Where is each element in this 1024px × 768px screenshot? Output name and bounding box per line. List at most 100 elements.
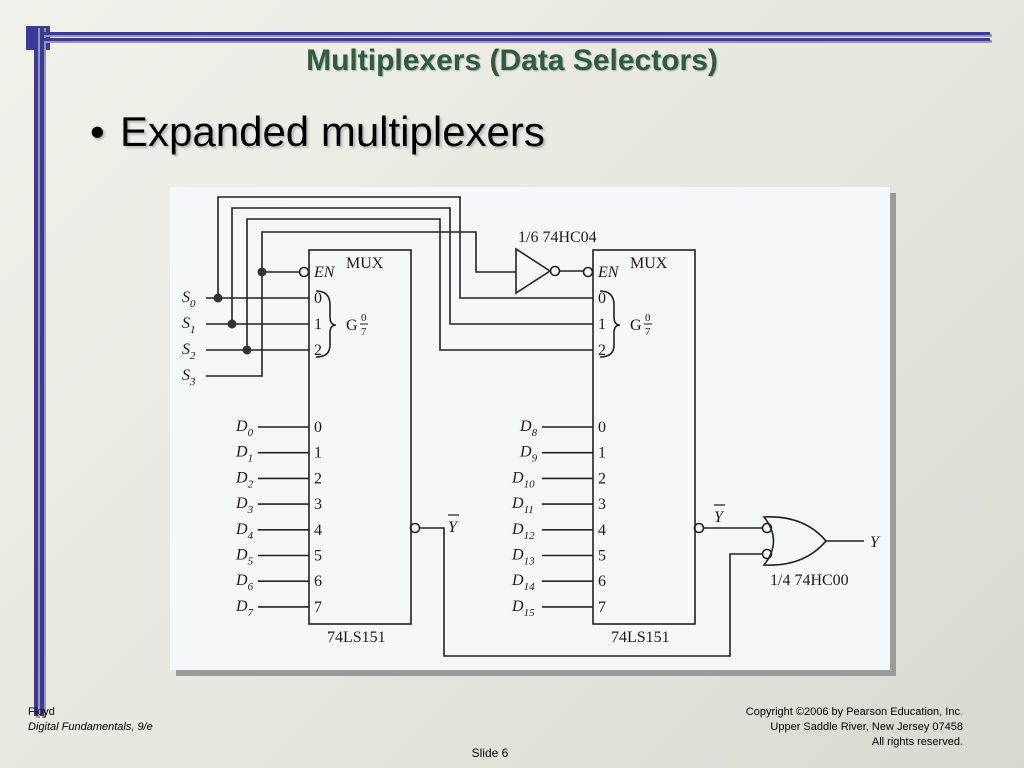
nand-label: 1/4 74HC00: [770, 572, 849, 589]
input-label-s1: S1: [182, 315, 196, 336]
slide-number: Slide 6: [471, 746, 509, 760]
s1-bus: [231, 207, 593, 325]
mux1-data-pin-4: 4: [314, 522, 322, 539]
mux2-data-pin-2: 2: [598, 470, 606, 487]
input-label-d11: D11: [511, 495, 534, 516]
mux2-select-pin-0: 0: [598, 290, 606, 307]
mux1-select-pin-1: 1: [314, 316, 322, 333]
footer-copyright: Copyright ©2006 by Pearson Education, In…: [745, 706, 963, 718]
s0-bus: [217, 196, 593, 299]
junction-dots: [213, 267, 267, 355]
mux1-select-pin-2: 2: [314, 342, 322, 359]
mux2-brace: [599, 290, 621, 358]
input-label-d8: D8: [519, 418, 538, 439]
input-label-d15: D15: [511, 598, 535, 619]
mux1-frac-top: 0: [361, 312, 367, 324]
mux1-data-pin-7: 7: [314, 599, 322, 616]
mux1-part: 74LS151: [327, 629, 386, 646]
input-label-d5: D5: [235, 547, 254, 568]
mux1-frac-bottom: 7: [361, 326, 367, 338]
footer-right: Copyright ©2006 by Pearson Education, In…: [746, 705, 963, 750]
mux2-data-pin-6: 6: [598, 573, 606, 590]
input-label-d9: D9: [519, 444, 538, 465]
left-border-line-inner: [40, 26, 44, 716]
bullet-item: • Expanded multiplexers: [90, 108, 545, 156]
mux2-group-label: G: [630, 317, 642, 334]
footer-rights: All rights reserved.: [871, 736, 963, 748]
input-label-d14: D14: [511, 572, 535, 593]
inverter-bubble: [549, 265, 561, 277]
mux2-data-pin-3: 3: [598, 496, 606, 513]
pin-labels: 0 1 2 0 1 2 3 4 5 6 7 0 1 2 0 1 2 3 4 5 6 7: [314, 290, 606, 616]
mux1-y-bar-label: Y: [448, 519, 459, 536]
mux1-brace: [315, 290, 337, 358]
mux1-group-label: G: [346, 317, 358, 334]
mux1-data-pin-1: 1: [314, 445, 322, 462]
input-label-d3: D3: [235, 495, 254, 516]
mux2-frac-top: 0: [645, 312, 651, 324]
bullet-dot: •: [90, 108, 105, 155]
mux1-en-label: EN: [313, 264, 336, 281]
mux2-en-label: EN: [597, 264, 620, 281]
circuit-svg: 1/6 74HC04 1/4 74HC00 MUX EN G 0 7 74LS1…: [182, 196, 881, 657]
mux2-data-pin-1: 1: [598, 445, 606, 462]
left-border-line-outer: [34, 26, 38, 716]
nand-body: [762, 516, 828, 566]
mux2-part: 74LS151: [611, 629, 670, 646]
mux1-en-bubble: [298, 266, 310, 278]
final-y-label: Y: [870, 534, 881, 551]
s3-bus: [261, 231, 516, 273]
mux1-header: MUX: [346, 255, 384, 272]
inverter-body: [515, 247, 552, 295]
bullet-text: Expanded multiplexers: [120, 108, 545, 155]
input-label-d10: D10: [511, 469, 535, 490]
mux1-select-pin-0: 0: [314, 290, 322, 307]
s3-wire: [206, 271, 300, 377]
mux2-en-bubble: [582, 266, 594, 278]
input-label-d4: D4: [235, 521, 254, 542]
footer-book: Digital Fundamentals, 9/e: [28, 721, 153, 733]
nand-bubble-bottom: [761, 548, 773, 560]
mux1-data-pin-6: 6: [314, 573, 322, 590]
slide-title: Multiplexers (Data Selectors): [306, 44, 718, 77]
mux2-frac-bottom: 7: [645, 326, 651, 338]
mux2-select-pin-1: 1: [598, 316, 606, 333]
input-label-d6: D6: [235, 572, 254, 593]
s2-bus: [246, 218, 593, 351]
mux2-select-pin-2: 2: [598, 342, 606, 359]
data-wires: [258, 426, 593, 608]
mux2-y-bar-label: Y: [714, 509, 725, 526]
input-label-d12: D12: [511, 521, 535, 542]
input-label-d1: D1: [235, 444, 253, 465]
mux1-box: [308, 249, 412, 625]
mux2-data-pin-4: 4: [598, 522, 606, 539]
input-label-d13: D13: [511, 547, 535, 568]
mux2-header: MUX: [630, 255, 668, 272]
mux1-data-pin-0: 0: [314, 419, 322, 436]
mux1-data-pin-2: 2: [314, 470, 322, 487]
footer-location: Upper Saddle River, New Jersey 07458: [770, 721, 963, 733]
mux1-data-pin-5: 5: [314, 548, 322, 565]
mux2-data-pin-7: 7: [598, 599, 606, 616]
input-label-s0: S0: [182, 289, 196, 310]
input-label-d2: D2: [235, 469, 254, 490]
footer-left: Floyd Digital Fundamentals, 9/e: [28, 705, 153, 735]
nand-bubble-top: [761, 522, 773, 534]
input-label-s3: S3: [182, 367, 196, 388]
inverter-label: 1/6 74HC04: [518, 229, 597, 246]
mux2-data-pin-5: 5: [598, 548, 606, 565]
mux2-out-bubble: [693, 522, 705, 534]
input-label-s2: S2: [182, 341, 196, 362]
top-border-line-inner: [44, 38, 990, 41]
input-label-d7: D7: [235, 598, 254, 619]
circuit-diagram: 1/6 74HC04 1/4 74HC00 MUX EN G 0 7 74LS1…: [170, 187, 890, 670]
footer-author: Floyd: [28, 706, 55, 718]
input-label-d0: D0: [235, 418, 254, 439]
mux1-data-pin-3: 3: [314, 496, 322, 513]
mux1-out-bubble: [409, 522, 421, 534]
mux1-out-wire: [420, 527, 762, 657]
mux2-box: [592, 249, 696, 625]
mux2-data-pin-0: 0: [598, 419, 606, 436]
top-border-line-outer: [44, 32, 990, 35]
